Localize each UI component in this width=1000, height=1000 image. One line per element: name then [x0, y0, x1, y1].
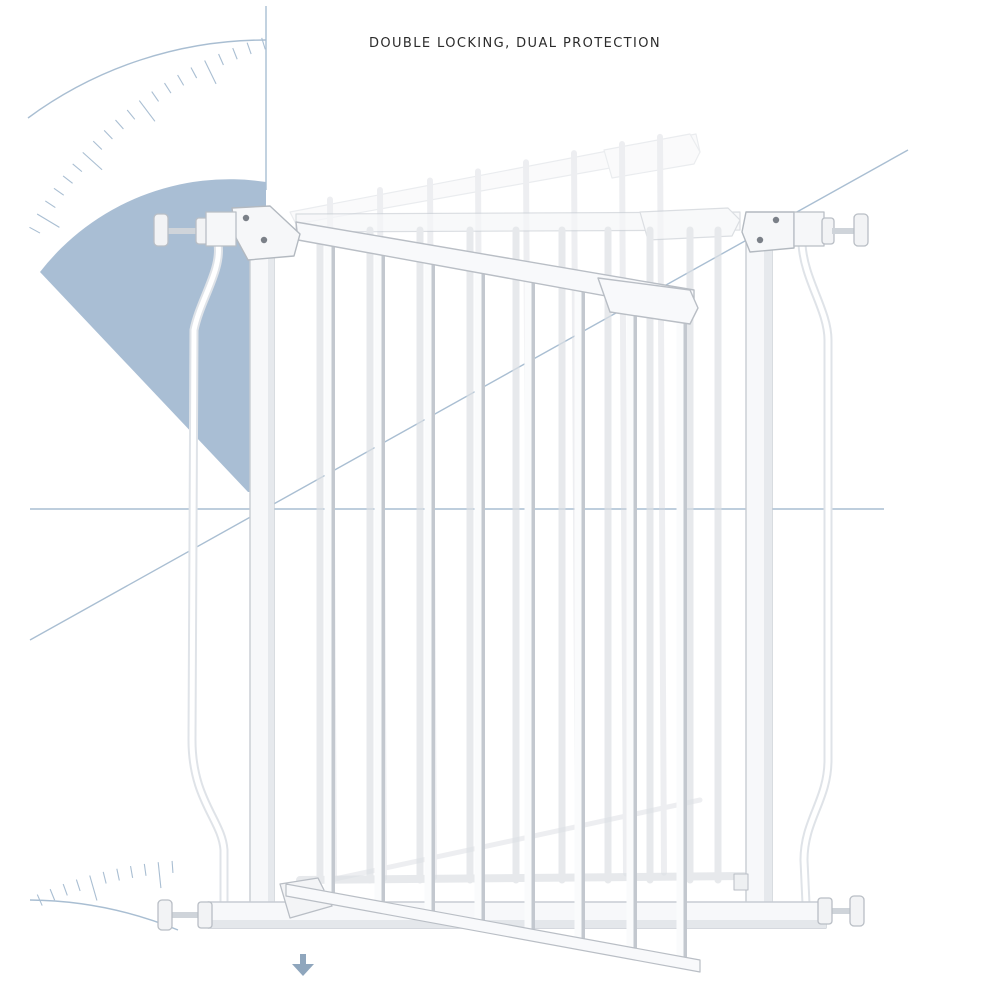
- middle-bottom-rail: [296, 872, 748, 884]
- scale-tick: [190, 67, 198, 79]
- scale-tick: [261, 37, 266, 50]
- scale-tick: [246, 42, 252, 55]
- scale-tick: [75, 879, 81, 892]
- door-latch-handle: [597, 277, 699, 325]
- right-extension-rod: [797, 239, 833, 909]
- ghost-bar: [619, 141, 629, 877]
- protractor-scale-top: [27, 37, 267, 234]
- protractor-scale-bottom: [29, 860, 179, 931]
- scale-tick: [102, 871, 107, 884]
- scale-tick: [115, 119, 124, 130]
- scale-tick: [82, 151, 103, 171]
- scale-tick: [138, 100, 156, 122]
- arrow-down-icon: [292, 954, 314, 976]
- scale-tick: [171, 860, 174, 873]
- scale-tick: [72, 163, 83, 173]
- scale-tick: [204, 60, 217, 85]
- scale-tick: [92, 140, 103, 150]
- top-right-bracket: [741, 211, 795, 253]
- scale-tick: [29, 226, 41, 234]
- scale-tick: [49, 888, 56, 901]
- pressure-knob-bottom-left: [157, 899, 213, 931]
- scale-tick: [143, 863, 147, 876]
- scale-tick: [232, 47, 238, 60]
- scale-tick: [177, 74, 185, 86]
- headline: DOUBLE LOCKING, DUAL PROTECTION: [368, 36, 662, 51]
- scale-tick: [164, 82, 172, 94]
- scale-tick: [62, 883, 68, 896]
- scale-tick: [44, 200, 56, 209]
- scale-tick: [36, 894, 43, 906]
- scale-tick: [103, 129, 113, 140]
- scale-tick: [157, 862, 162, 889]
- door-front: [285, 221, 701, 973]
- pressure-knob-top-left: [153, 211, 237, 247]
- ghost-bar: [657, 133, 667, 876]
- scale-tick: [89, 875, 98, 901]
- scale-tick: [36, 213, 60, 228]
- scale-tick: [53, 187, 65, 196]
- baby-gate: [153, 133, 869, 973]
- scale-tick: [129, 865, 134, 878]
- scale-tick: [126, 109, 136, 120]
- scale-tick: [62, 175, 73, 184]
- pressure-knob-top-right: [793, 211, 869, 247]
- scale-tick: [151, 91, 160, 102]
- angle-wedge: [40, 179, 266, 492]
- scale-tick: [116, 868, 120, 881]
- bottom-latch: [733, 873, 749, 891]
- scale-tick: [218, 53, 224, 66]
- pressure-knob-bottom-right: [817, 895, 865, 927]
